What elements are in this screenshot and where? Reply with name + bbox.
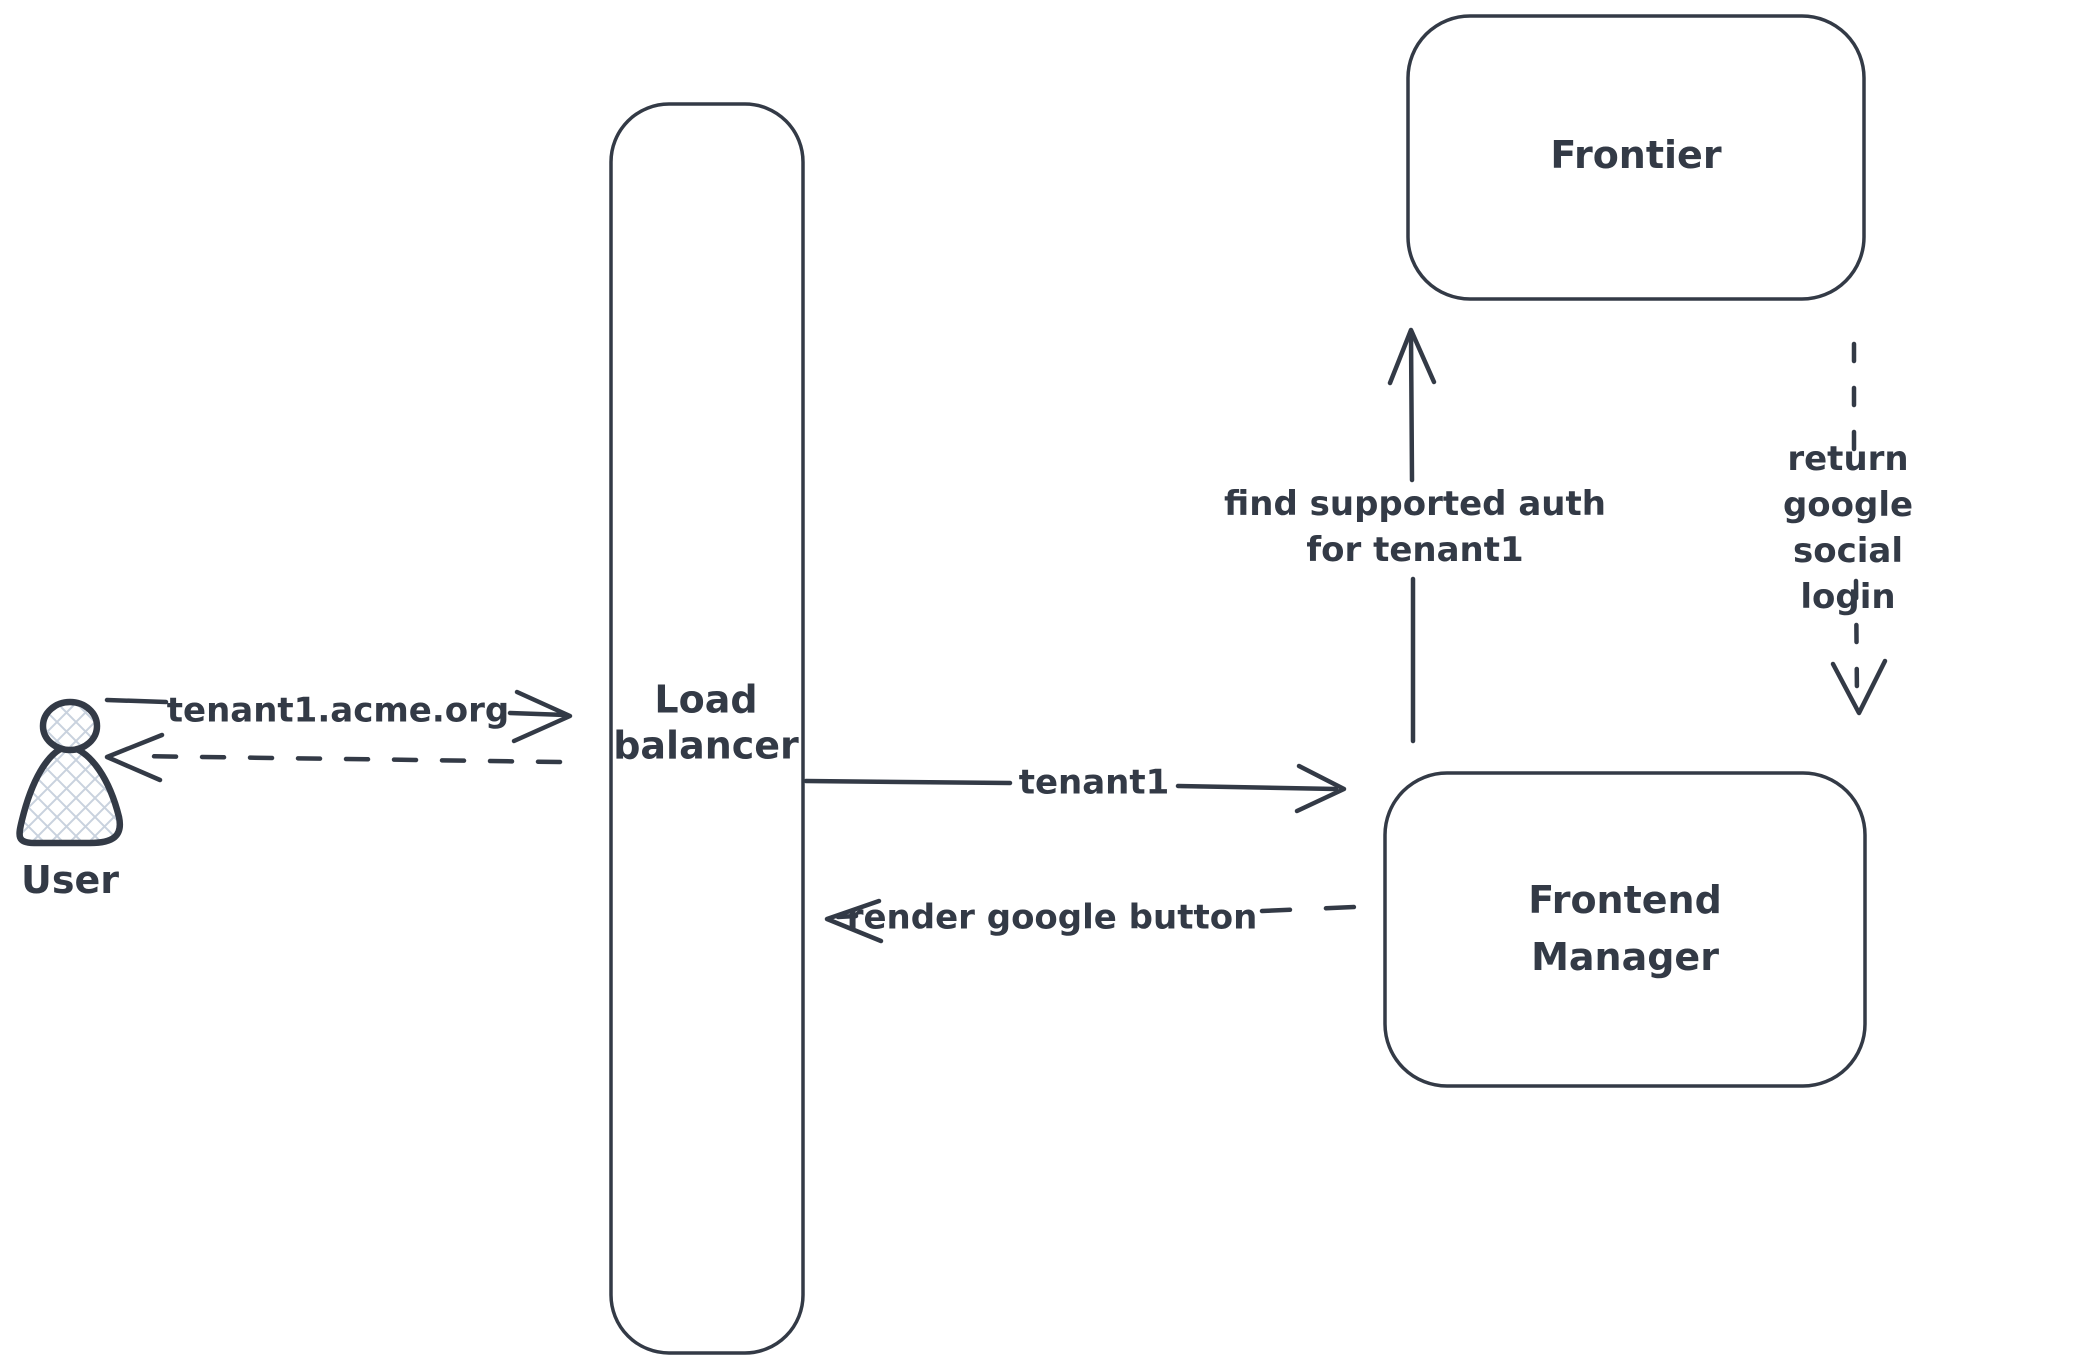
arrow-up-head-icon <box>1387 327 1437 386</box>
arrow-left-head-icon <box>104 732 165 783</box>
arrow-user-to-lb-line <box>104 697 569 718</box>
person-body <box>16 742 124 847</box>
arrow-user-to-lb <box>104 689 573 744</box>
load-balancer-box <box>609 102 805 1355</box>
arrow-right-head-icon <box>511 689 573 744</box>
arrow-fm-to-lb-dash-left <box>835 913 859 920</box>
arrow-lb-to-fm <box>803 763 1347 814</box>
arrow-fm-to-frontier <box>1387 327 1437 744</box>
arrow-lb-to-user-line <box>129 753 563 765</box>
frontend-manager-box <box>1383 771 1867 1088</box>
arrow-lb-to-fm-line <box>803 778 1339 792</box>
arrow-right-head-icon <box>1294 763 1347 814</box>
arrow-down-head-icon <box>1830 658 1888 716</box>
arrow-frontier-to-fm <box>1830 341 1888 716</box>
user-icon <box>16 698 124 847</box>
person-head <box>39 698 101 754</box>
arrow-fm-to-lb <box>824 898 1358 944</box>
arrow-frontier-to-fm-line <box>1851 341 1860 700</box>
arrow-fm-to-lb-dash-right <box>1259 904 1358 914</box>
arrow-fm-to-frontier-line <box>1408 330 1416 744</box>
arrow-left-head-icon <box>824 898 884 944</box>
arrow-lb-to-user <box>104 732 563 783</box>
frontier-box <box>1406 14 1866 301</box>
